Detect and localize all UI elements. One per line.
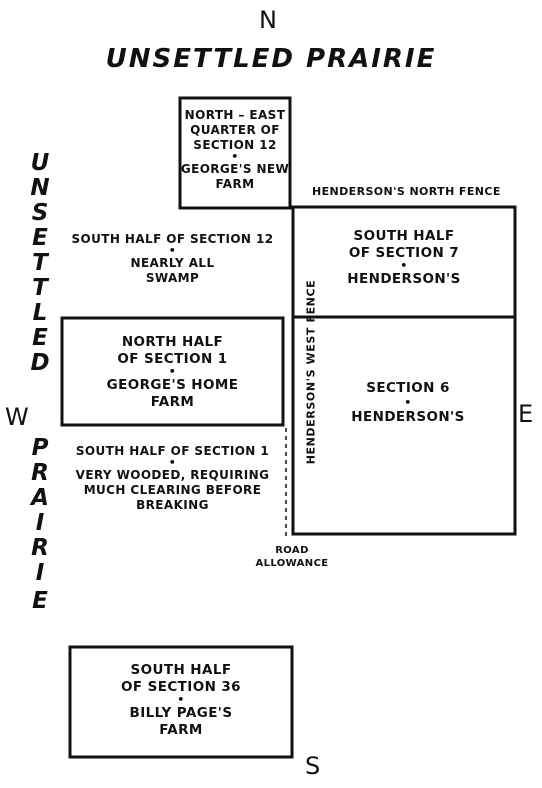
parcel-line: FARM <box>215 177 255 191</box>
parcel-south-half-section-7: SOUTH HALF OF SECTION 7 • HENDERSON'S <box>293 228 515 288</box>
parcel-section-6: SECTION 6 • HENDERSON'S <box>318 380 498 426</box>
parcel-dot: • <box>231 150 239 163</box>
prairie-letter: S <box>31 200 49 226</box>
parcel-line: GEORGE'S HOME <box>106 377 239 393</box>
parcel-line: HENDERSON'S <box>351 409 465 425</box>
parcel-line: NORTH HALF <box>121 334 224 350</box>
parcel-dot: • <box>177 693 185 706</box>
parcel-south-half-section-1: SOUTH HALF OF SECTION 1 • VERY WOODED, R… <box>62 444 283 513</box>
road-allowance-line2: ALLOWANCE <box>255 558 329 569</box>
parcel-line: QUARTER OF <box>190 123 280 137</box>
parcel-north-half-section-1: NORTH HALF OF SECTION 1 • GEORGE'S HOME … <box>62 334 283 411</box>
compass-west: W <box>5 403 29 431</box>
unsettled-prairie-top-label: UNSETTLED PRAIRIE <box>105 44 437 74</box>
parcel-line: NEARLY ALL <box>130 256 215 270</box>
parcel-south-half-section-36-border <box>68 645 294 759</box>
parcel-dot: • <box>400 259 408 272</box>
parcel-south-half-section-12: SOUTH HALF OF SECTION 12 • NEARLY ALL SW… <box>62 232 283 286</box>
parcel-line: GEORGE'S NEW <box>180 162 290 176</box>
prairie-letter: N <box>30 175 50 201</box>
parcel-line: VERY WOODED, REQUIRING <box>75 468 270 482</box>
parcel-north-half-section-1-border <box>60 316 285 427</box>
parcel-line: FARM <box>150 394 195 410</box>
hendersons-property-border <box>291 205 517 536</box>
prairie-letter: A <box>31 485 49 511</box>
prairie-letter: E <box>32 325 48 351</box>
prairie-letter: T <box>32 250 48 276</box>
parcel-line: SOUTH HALF OF SECTION 12 <box>71 232 274 246</box>
prairie-letter: L <box>32 300 48 326</box>
prairie-letter: T <box>32 275 48 301</box>
parcel-line: OF SECTION 7 <box>348 245 460 261</box>
hendersons-north-fence-label: HENDERSON'S NORTH FENCE <box>312 185 501 198</box>
prairie-letter: R <box>31 460 49 486</box>
prairie-letter: P <box>31 435 49 461</box>
compass-north: N <box>259 6 277 34</box>
road-allowance-line1: ROAD <box>275 545 309 556</box>
prairie-letter: R <box>31 535 49 561</box>
parcel-line: SECTION 6 <box>366 380 450 396</box>
prairie-letter: E <box>32 225 48 251</box>
parcel-line: BILLY PAGE'S <box>129 705 233 721</box>
prairie-letter: U <box>30 150 50 176</box>
parcel-line: BREAKING <box>136 498 209 512</box>
parcel-dot: • <box>168 365 177 378</box>
prairie-letter: I <box>35 510 45 536</box>
prairie-letter: D <box>30 350 50 376</box>
parcel-line: SOUTH HALF <box>130 662 232 678</box>
compass-east: E <box>518 400 534 428</box>
parcel-line: HENDERSON'S <box>347 271 461 287</box>
parcel-line: FARM <box>159 722 203 738</box>
parcel-line: SECTION 12 <box>193 138 277 152</box>
parcel-ne-quarter-section-12-border <box>178 96 292 210</box>
hendersons-west-fence-label: HENDERSON'S WEST FENCE <box>304 279 318 465</box>
parcel-line: SWAMP <box>145 271 200 285</box>
prairie-letter: E <box>32 588 48 614</box>
parcel-dot: • <box>168 456 177 469</box>
parcel-south-half-section-36: SOUTH HALF OF SECTION 36 • BILLY PAGE'S … <box>70 662 292 739</box>
parcel-line: NORTH – EAST <box>184 108 286 122</box>
parcel-line: SOUTH HALF OF SECTION 1 <box>75 444 270 458</box>
compass-south: S <box>305 752 321 780</box>
parcel-line: OF SECTION 36 <box>121 679 241 695</box>
parcel-dot: • <box>404 396 412 409</box>
prairie-letter: I <box>35 560 45 586</box>
parcel-dot: • <box>168 244 177 257</box>
road-allowance-label: ROAD ALLOWANCE <box>244 544 340 570</box>
parcel-ne-quarter-section-12: NORTH – EAST QUARTER OF SECTION 12 • GEO… <box>180 108 290 192</box>
parcel-line: MUCH CLEARING BEFORE <box>83 483 262 497</box>
parcel-line: SOUTH HALF <box>353 228 455 244</box>
parcel-line: OF SECTION 1 <box>117 351 228 367</box>
